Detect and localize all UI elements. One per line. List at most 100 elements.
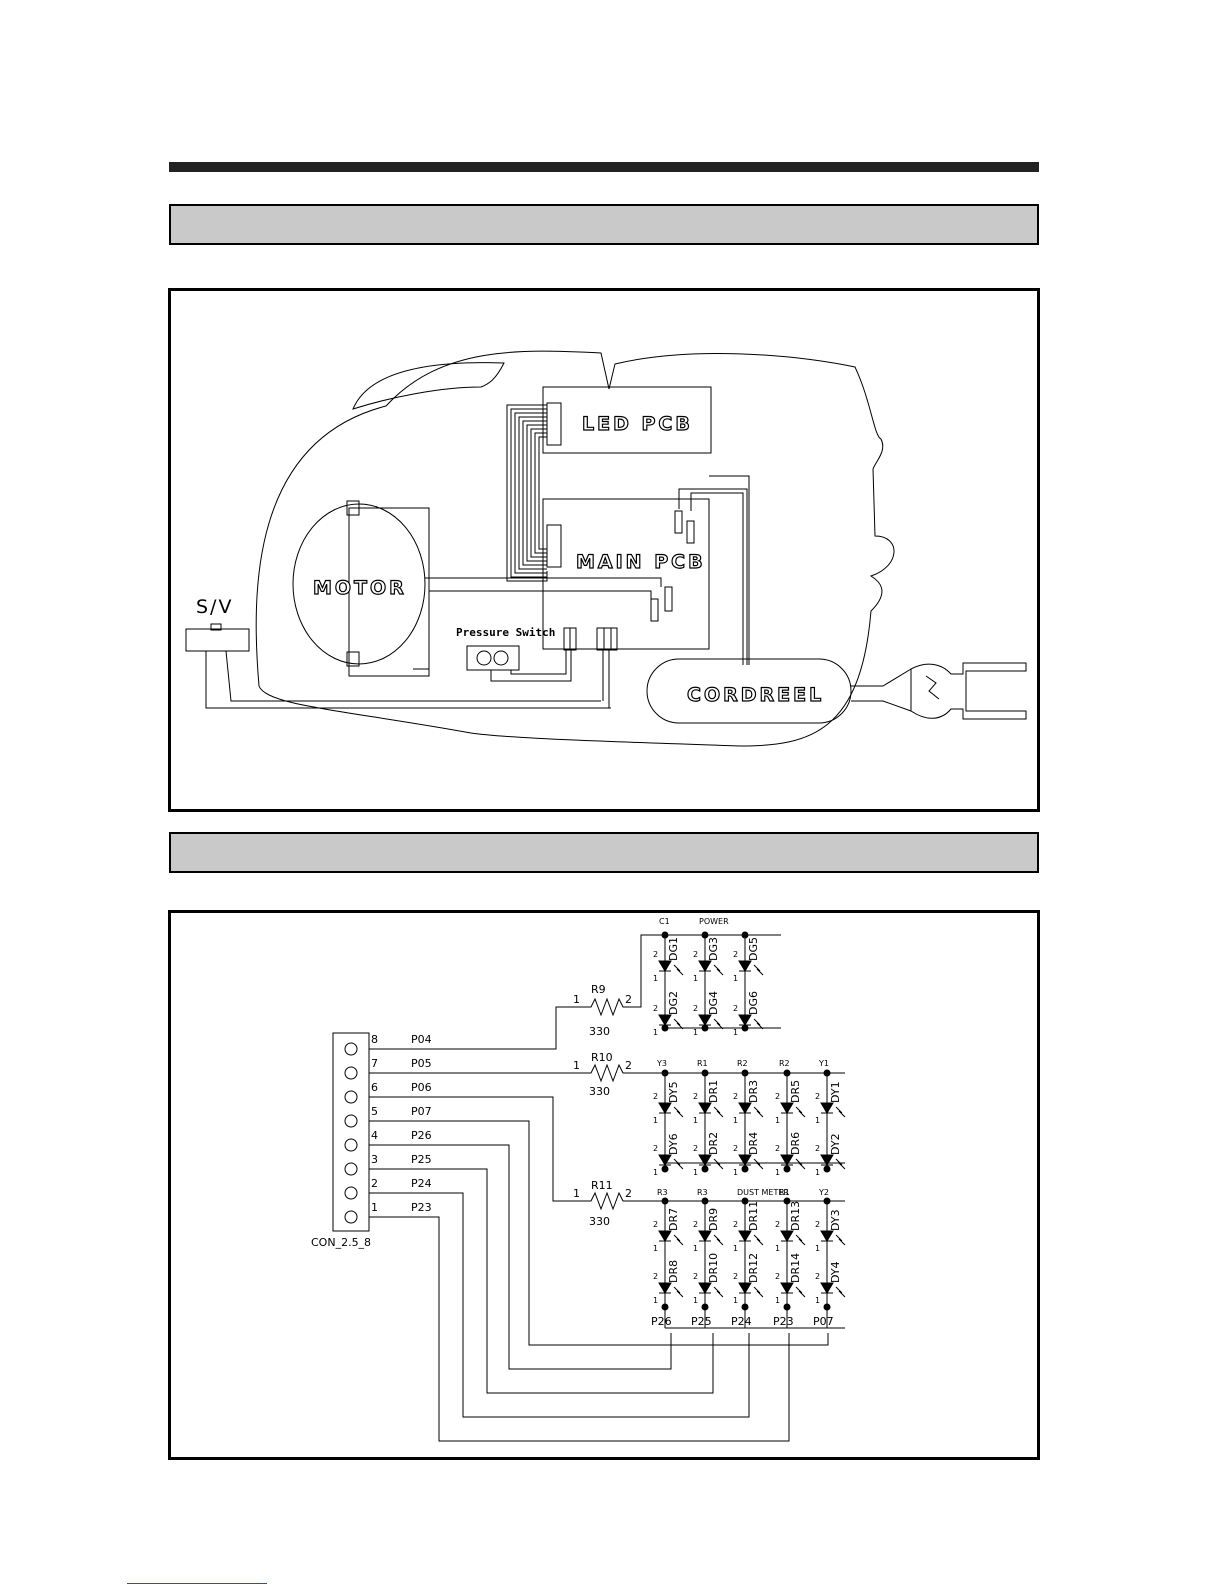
led-emission-arrow <box>716 1290 724 1298</box>
node-label: R3 <box>657 1188 668 1197</box>
node-label: R1 <box>697 1059 708 1068</box>
led-pin1-label: 1 <box>693 974 698 983</box>
led-pin2-label: 2 <box>733 1144 738 1153</box>
junction-dot <box>701 931 709 939</box>
led-pcb-label: LED PCB <box>582 413 693 435</box>
junction-dot <box>701 1024 709 1032</box>
led-ref-label: DR12 <box>747 1253 760 1283</box>
net-p26: P26 <box>411 1129 432 1142</box>
r9-pin2: 2 <box>625 993 632 1006</box>
sv-label: S/V <box>196 596 233 618</box>
led-emission-arrow <box>753 1158 761 1166</box>
led-pin2-label: 2 <box>815 1144 820 1153</box>
section-header-schematic <box>169 832 1039 873</box>
junction-dot <box>661 1197 669 1205</box>
handle-slot <box>352 362 505 410</box>
led-emission-arrow <box>673 1234 681 1242</box>
led-emission-arrow <box>713 1234 721 1242</box>
connector-pin-6: 6 <box>371 1081 378 1094</box>
pressure-switch-label: Pressure Switch <box>456 626 555 639</box>
junction-dot <box>741 1069 749 1077</box>
led-symbol <box>780 1102 794 1114</box>
r11-value: 330 <box>589 1215 610 1228</box>
led-emission-arrow <box>716 1238 724 1246</box>
r10-value: 330 <box>589 1085 610 1098</box>
led-emission-arrow <box>676 1162 684 1170</box>
led-emission-arrow <box>676 1022 684 1030</box>
led-symbol <box>820 1154 834 1166</box>
led-symbol <box>658 1154 672 1166</box>
junction-dot <box>823 1303 831 1311</box>
cleaner-body-outline <box>255 350 895 747</box>
junction-dot <box>701 1303 709 1311</box>
led-emission-arrow <box>676 1238 684 1246</box>
led-emission-arrow <box>753 1286 761 1294</box>
r11-ref: R11 <box>591 1179 613 1192</box>
led-symbol <box>658 1282 672 1294</box>
led-symbol <box>698 1282 712 1294</box>
led-emission-arrow <box>838 1290 846 1298</box>
led-symbol <box>738 1102 752 1114</box>
led-pin2-label: 2 <box>733 1092 738 1101</box>
led-emission-arrow <box>713 1018 721 1026</box>
main-pcb-label: MAIN PCB <box>576 551 706 573</box>
main-pcb-board <box>542 498 710 650</box>
led-emission-arrow <box>756 1238 764 1246</box>
led-pin1-label: 1 <box>693 1028 698 1037</box>
cordreel-label: CORDREEL <box>687 684 824 706</box>
r10-pin2: 2 <box>625 1059 632 1072</box>
led-ref-label: DR10 <box>707 1253 720 1283</box>
led-pin1-label: 1 <box>733 1028 738 1037</box>
node-label: C1 <box>659 917 670 926</box>
led-pin1-label: 1 <box>653 1116 658 1125</box>
led-pin1-label: 1 <box>653 1244 658 1253</box>
led-pin1-label: 1 <box>733 974 738 983</box>
node-label: Y3 <box>656 1059 667 1068</box>
net-p23: P23 <box>411 1201 432 1214</box>
led-pin1-label: 1 <box>775 1296 780 1305</box>
led-symbol <box>698 960 712 972</box>
led-ref-label: DR2 <box>707 1132 720 1155</box>
node-label: DUST METER <box>737 1188 789 1197</box>
led-emission-arrow <box>795 1158 803 1166</box>
led-pin2-label: 2 <box>693 950 698 959</box>
led-emission-arrow <box>756 1162 764 1170</box>
led-pin1-label: 1 <box>693 1296 698 1305</box>
led-ref-label: DG3 <box>707 937 720 961</box>
led-ref-label: DR13 <box>789 1201 802 1231</box>
led-pin2-label: 2 <box>693 1004 698 1013</box>
led-ref-label: DY5 <box>667 1081 680 1103</box>
led-pin1-label: 1 <box>733 1244 738 1253</box>
motor-label: MOTOR <box>313 577 407 599</box>
junction-dot <box>741 1024 749 1032</box>
led-symbol <box>780 1154 794 1166</box>
r11-pin2: 2 <box>625 1187 632 1200</box>
led-pin2-label: 2 <box>653 950 658 959</box>
led-ref-label: DG2 <box>667 991 680 1015</box>
led-pcb-board <box>542 386 712 454</box>
led-pin2-label: 2 <box>733 1220 738 1229</box>
led-emission-arrow <box>673 1158 681 1166</box>
led-pin2-label: 2 <box>733 1272 738 1281</box>
r10-pin1: 1 <box>573 1059 580 1072</box>
led-emission-arrow <box>798 1290 806 1298</box>
led-ref-label: DY1 <box>829 1081 842 1103</box>
led-pin2-label: 2 <box>775 1272 780 1281</box>
led-pin1-label: 1 <box>693 1168 698 1177</box>
node-label: R2 <box>779 1059 790 1068</box>
connector-pin-7: 7 <box>371 1057 378 1070</box>
led-emission-arrow <box>795 1106 803 1114</box>
led-symbol <box>658 1102 672 1114</box>
sv-valve <box>185 628 250 652</box>
led-pin1-label: 1 <box>653 1296 658 1305</box>
led-ref-label: DR6 <box>789 1132 802 1155</box>
junction-dot <box>661 1024 669 1032</box>
